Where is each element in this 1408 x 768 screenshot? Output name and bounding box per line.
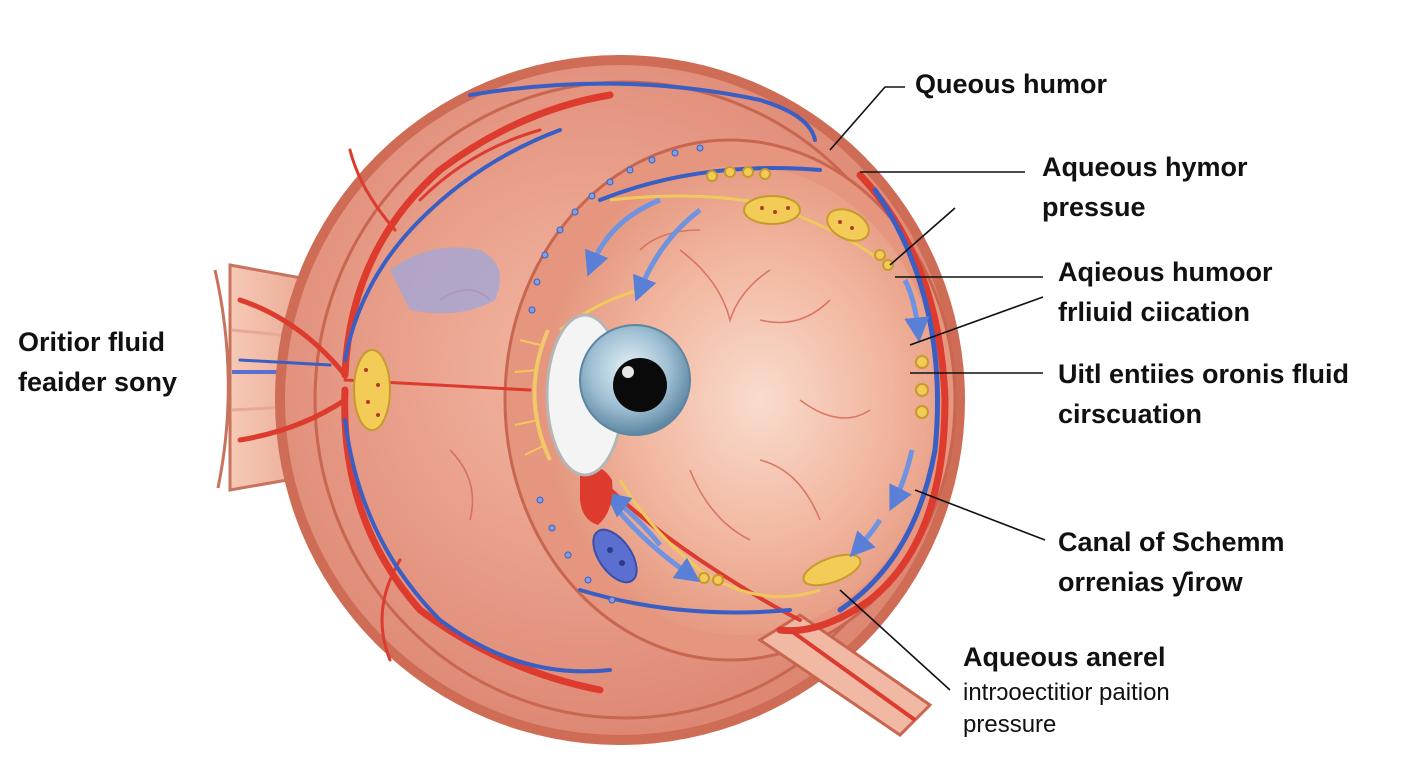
- ciliary-body: [580, 466, 613, 525]
- eyeball: [275, 55, 965, 745]
- leader-lines: [829, 86, 1046, 691]
- arteries: [237, 91, 949, 694]
- label-aqueous-anerel: Aqueous anerel intrɔoectitior paition pr…: [963, 637, 1170, 741]
- label-text: orrenias ƴirow: [1058, 567, 1243, 597]
- label-text: Canal of Schemm: [1058, 527, 1285, 557]
- nodule-speckles: [364, 206, 854, 417]
- lower-duct: [757, 613, 933, 737]
- label-text: frliuid ciication: [1058, 297, 1251, 327]
- label-aqueous-hymor-pressue: Aqueous hymor pressue: [1042, 147, 1248, 227]
- label-uitl-entiies: Uitl entiies oronis fluid cirscuation: [1058, 354, 1349, 434]
- pupil: [613, 358, 667, 412]
- blue-patch: [390, 247, 500, 314]
- drainage-dots: [528, 144, 704, 604]
- label-text: intrɔoectitior paition: [963, 679, 1170, 706]
- blue-capsule: [592, 528, 638, 584]
- cornea-iris: [514, 313, 691, 477]
- label-text: Aqieous humoor: [1058, 257, 1273, 287]
- label-aqieous-humoor: Aqieous humoor frliuid ciication: [1058, 252, 1273, 332]
- label-oritior-fluid: Oritior fluid feaider sony: [18, 322, 177, 402]
- label-text: pressure: [963, 711, 1057, 738]
- label-canal-of-schemm: Canal of Schemm orrenias ƴirow: [1058, 522, 1285, 602]
- label-text: Oritior fluid: [18, 327, 165, 357]
- veins: [238, 81, 940, 674]
- label-text: pressue: [1042, 192, 1146, 222]
- label-text: Aqueous hymor: [1042, 152, 1248, 182]
- nodules: [353, 166, 929, 587]
- label-queous-humor: Queous humor: [915, 64, 1107, 104]
- label-text: cirscuation: [1058, 399, 1203, 429]
- label-text: feaider sony: [18, 367, 178, 397]
- label-text: Uitl entiies oronis fluid: [1058, 359, 1350, 389]
- circulation-arrows: [585, 197, 930, 583]
- fine-vessels: [439, 229, 871, 541]
- label-text: Queous humor: [915, 69, 1108, 99]
- label-text: Aqueous anerel: [963, 642, 1166, 672]
